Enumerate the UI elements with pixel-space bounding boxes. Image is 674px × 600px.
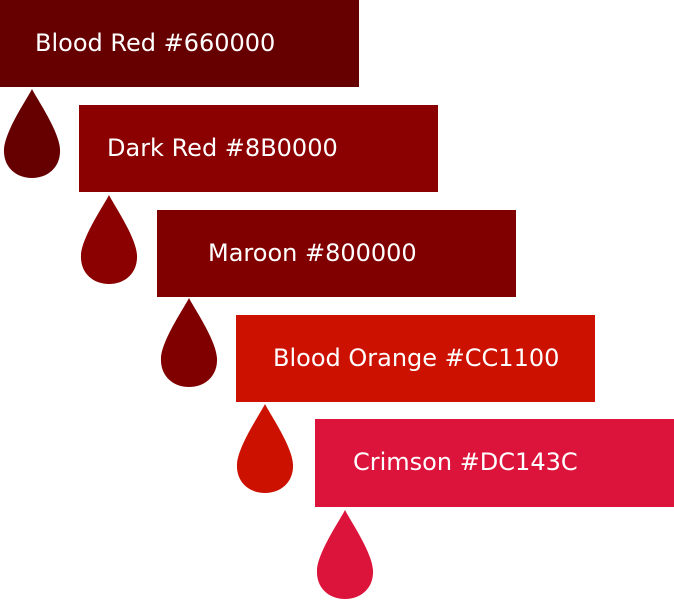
blood-drop-icon	[80, 195, 138, 285]
swatch-bar-dark-red: Dark Red #8B0000	[79, 105, 438, 192]
swatch-bar-crimson: Crimson #DC143C	[315, 419, 674, 507]
swatch-bar-maroon: Maroon #800000	[157, 210, 516, 297]
swatch-label: Maroon #800000	[208, 239, 417, 267]
swatch-bar-blood-orange: Blood Orange #CC1100	[236, 315, 595, 402]
swatch-label: Crimson #DC143C	[353, 448, 578, 476]
blood-drop-icon	[160, 298, 218, 388]
blood-drop-icon	[236, 404, 294, 494]
swatch-label: Blood Orange #CC1100	[273, 344, 560, 372]
swatch-label: Dark Red #8B0000	[107, 134, 338, 162]
swatch-label: Blood Red #660000	[35, 29, 276, 57]
swatch-bar-blood-red: Blood Red #660000	[0, 0, 359, 87]
blood-drop-icon	[316, 510, 374, 600]
blood-drop-icon	[3, 89, 61, 179]
